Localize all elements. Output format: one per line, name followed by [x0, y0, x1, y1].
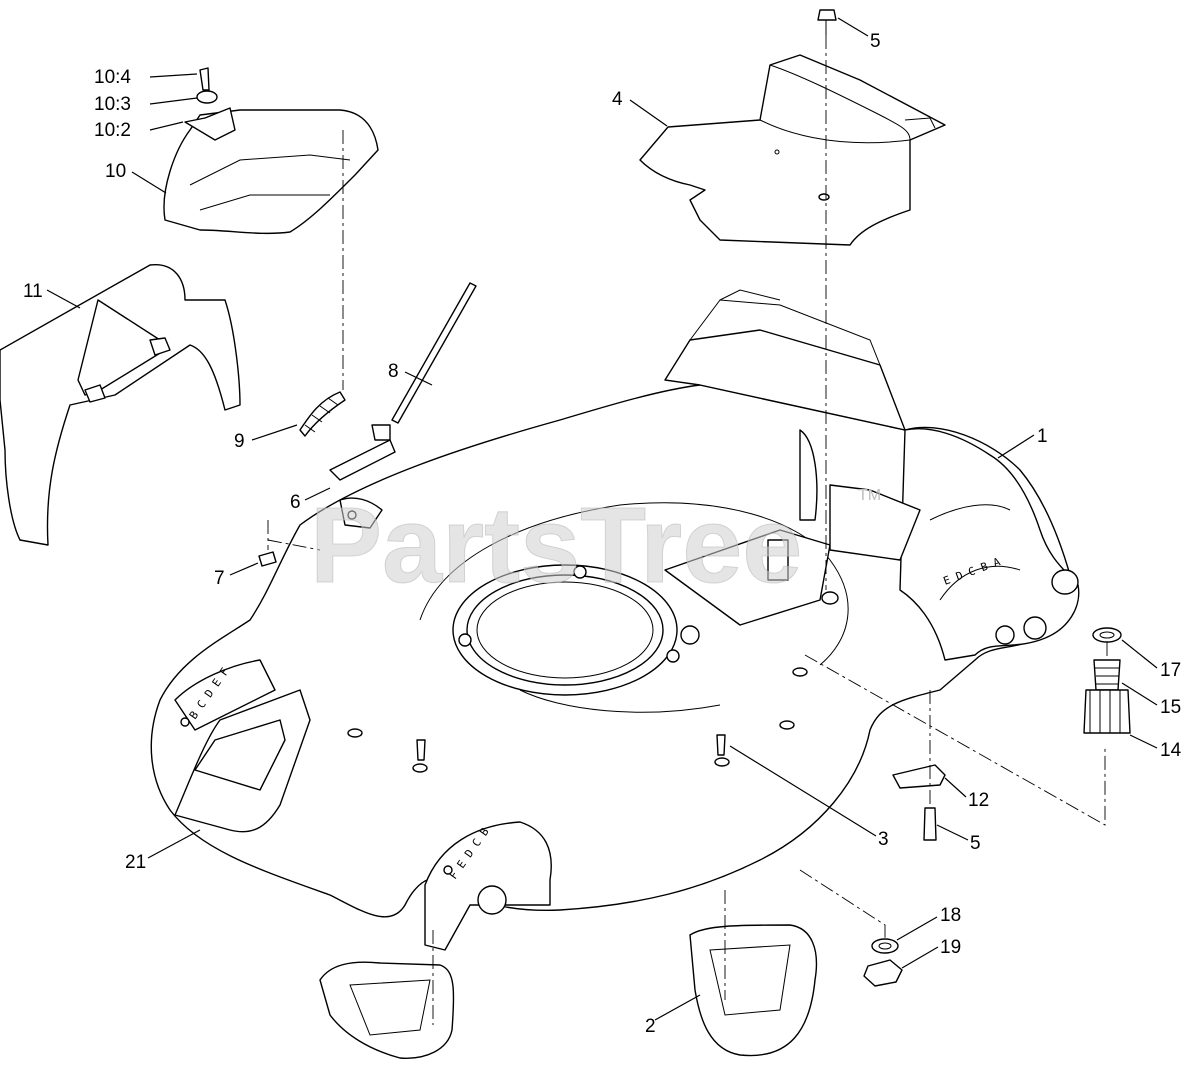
callout-10-3: 10:3 [94, 94, 131, 115]
callout-5-bottom: 5 [970, 833, 981, 854]
callout-18: 18 [940, 905, 961, 926]
callout-2: 2 [645, 1016, 656, 1037]
callout-1: 1 [1037, 426, 1048, 447]
baffle-plate [639, 54, 946, 246]
front-flap [174, 689, 311, 833]
callout-8: 8 [388, 361, 399, 382]
callout-21: 21 [125, 852, 146, 873]
callout-12: 12 [968, 790, 989, 811]
rod-spring-bracket [299, 282, 477, 529]
side-skirt [0, 264, 241, 546]
rear-cover [163, 67, 379, 235]
callout-7: 7 [214, 568, 225, 589]
callout-15: 15 [1160, 697, 1181, 718]
callout-14: 14 [1160, 740, 1182, 761]
watermark-trademark: TM [858, 487, 881, 504]
callout-9: 9 [234, 431, 245, 452]
watermark: PartsTree [310, 484, 802, 605]
mower-deck: E D C B A B C D E F F E D C B [150, 289, 1080, 951]
callout-10-2: 10:2 [94, 120, 131, 141]
callout-10: 10 [105, 161, 126, 182]
callout-3: 3 [878, 829, 889, 850]
callout-6: 6 [290, 492, 301, 513]
callout-labels: 5 10:4 10:3 10:2 10 4 11 8 9 6 1 7 17 15… [23, 31, 1182, 1037]
callout-4: 4 [612, 89, 623, 110]
leader-lines [46, 17, 1158, 1021]
callout-5-top: 5 [870, 31, 881, 52]
centerlines [267, 35, 1108, 1025]
callout-19: 19 [940, 937, 961, 958]
callout-10-4: 10:4 [94, 67, 131, 88]
callout-11: 11 [23, 281, 43, 302]
hardware [258, 9, 1131, 987]
wheel-covers [319, 924, 818, 1059]
callout-17: 17 [1160, 660, 1181, 681]
